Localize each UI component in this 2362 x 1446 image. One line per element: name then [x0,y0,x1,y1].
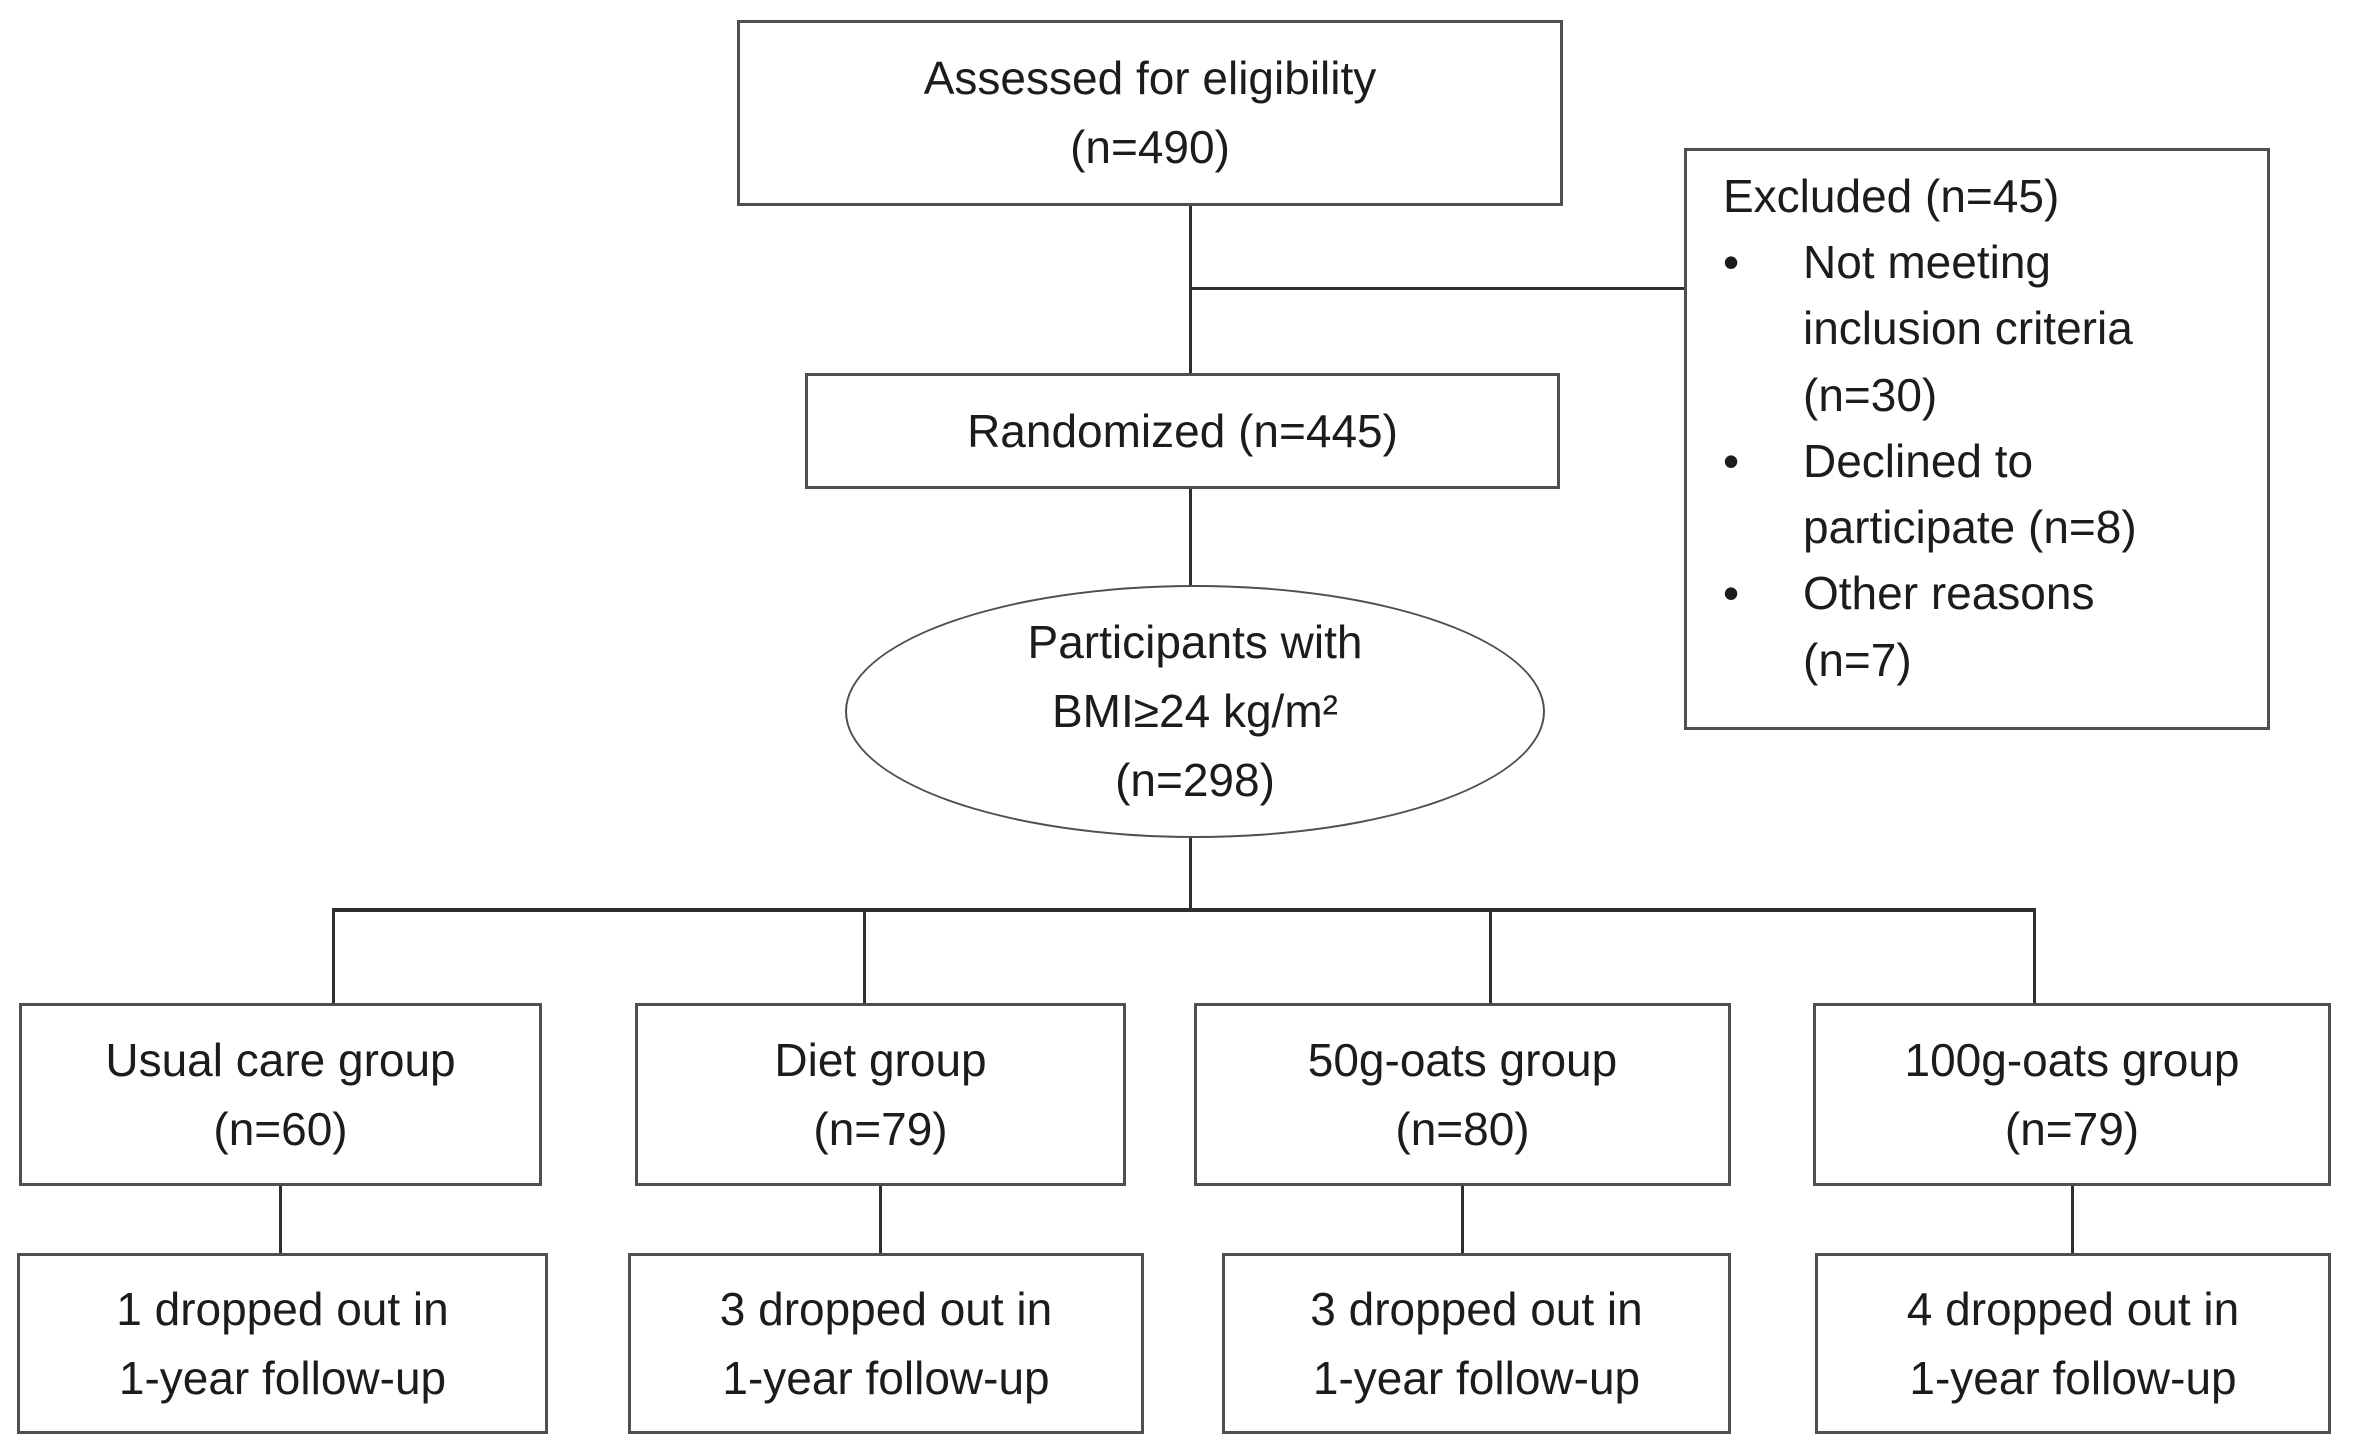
dropout-50g-oats-line-1: 3 dropped out in [1310,1282,1643,1335]
group-diet-line-1: Diet group [774,1033,987,1086]
dropout-box-usual-care: 1 dropped out in 1-year follow-up [17,1253,548,1434]
bullet-item: • Not meeting inclusion criteria (n=30) [1723,229,2133,428]
bullet-icon: • [1723,434,1740,487]
excluded-bullet-2-line-2: participate (n=8) [1803,501,2137,554]
group-usual-care-line-1: Usual care group [105,1033,456,1086]
excluded-box: Excluded (n=45) • Not meeting inclusion … [1684,148,2270,730]
dropout-50g-oats-line-2: 1-year follow-up [1312,1351,1641,1404]
connector-randomized-to-participants [1189,487,1192,587]
connector-drop-usual-care [332,910,335,1005]
connector-distribution-line [332,908,2036,912]
group-diet-line-2: (n=79) [813,1102,948,1155]
randomized-line-1: Randomized (n=445) [967,404,1398,457]
bullet-icon: • [1723,567,1740,620]
bullet-icon: • [1723,236,1740,289]
dropout-diet-line-1: 3 dropped out in [719,1282,1053,1335]
excluded-bullet-1-line-2: inclusion criteria [1803,302,2133,355]
connector-50g-oats-to-dropout [1461,1186,1464,1253]
group-100g-oats-line-1: 100g-oats group [1904,1033,2240,1086]
group-box-50g-oats: 50g-oats group (n=80) [1194,1003,1731,1186]
dropout-100g-oats-line-2: 1-year follow-up [1909,1351,2237,1404]
connector-participants-to-distribution [1189,836,1192,910]
bullet-item: • Other reasons (n=7) [1723,560,2094,692]
excluded-bullet-3-line-1: Other reasons [1803,567,2095,620]
participants-line-1: Participants with [1027,616,1363,668]
dropout-diet-line-2: 1-year follow-up [722,1351,1050,1404]
dropout-box-50g-oats: 3 dropped out in 1-year follow-up [1222,1253,1731,1434]
excluded-title: Excluded (n=45) [1723,170,2060,222]
assessed-line-2: (n=490) [1070,121,1230,173]
bullet-item: • Declined to participate (n=8) [1723,428,2137,560]
assessed-box: Assessed for eligibility (n=490) [737,20,1563,206]
dropout-box-diet: 3 dropped out in 1-year follow-up [628,1253,1144,1434]
excluded-bullet-3-line-2: (n=7) [1803,633,1912,686]
dropout-usual-care-line-2: 1-year follow-up [118,1351,447,1404]
connector-assessed-to-randomized [1189,205,1192,375]
connector-drop-50g-oats [1489,910,1492,1005]
connector-usual-care-to-dropout [279,1186,282,1253]
dropout-usual-care-line-1: 1 dropped out in [116,1282,449,1335]
connector-diet-to-dropout [879,1186,882,1253]
excluded-bullet-2-line-1: Declined to [1803,434,2034,487]
connector-drop-diet [863,910,866,1005]
excluded-bullet-1-line-3: (n=30) [1803,368,1938,421]
group-50g-oats-line-1: 50g-oats group [1307,1033,1618,1086]
participants-line-2: BMI≥24 kg/m² [1052,685,1338,737]
connector-100g-oats-to-dropout [2071,1186,2074,1253]
group-box-100g-oats: 100g-oats group (n=79) [1813,1003,2331,1186]
dropout-box-100g-oats: 4 dropped out in 1-year follow-up [1815,1253,2331,1434]
assessed-line-1: Assessed for eligibility [923,52,1377,104]
participants-line-3: (n=298) [1115,754,1275,806]
group-100g-oats-line-2: (n=79) [2004,1102,2140,1155]
group-box-diet: Diet group (n=79) [635,1003,1126,1186]
group-usual-care-line-2: (n=60) [213,1102,348,1155]
participants-ellipse: Participants with BMI≥24 kg/m² (n=298) [845,585,1545,838]
randomized-box: Randomized (n=445) [805,373,1560,489]
excluded-bullet-1-line-1: Not meeting [1803,236,2052,289]
group-box-usual-care: Usual care group (n=60) [19,1003,542,1186]
connector-drop-100g-oats [2033,910,2036,1005]
connector-branch-to-excluded [1189,287,1685,290]
group-50g-oats-line-2: (n=80) [1395,1102,1530,1155]
dropout-100g-oats-line-1: 4 dropped out in [1906,1282,2240,1335]
